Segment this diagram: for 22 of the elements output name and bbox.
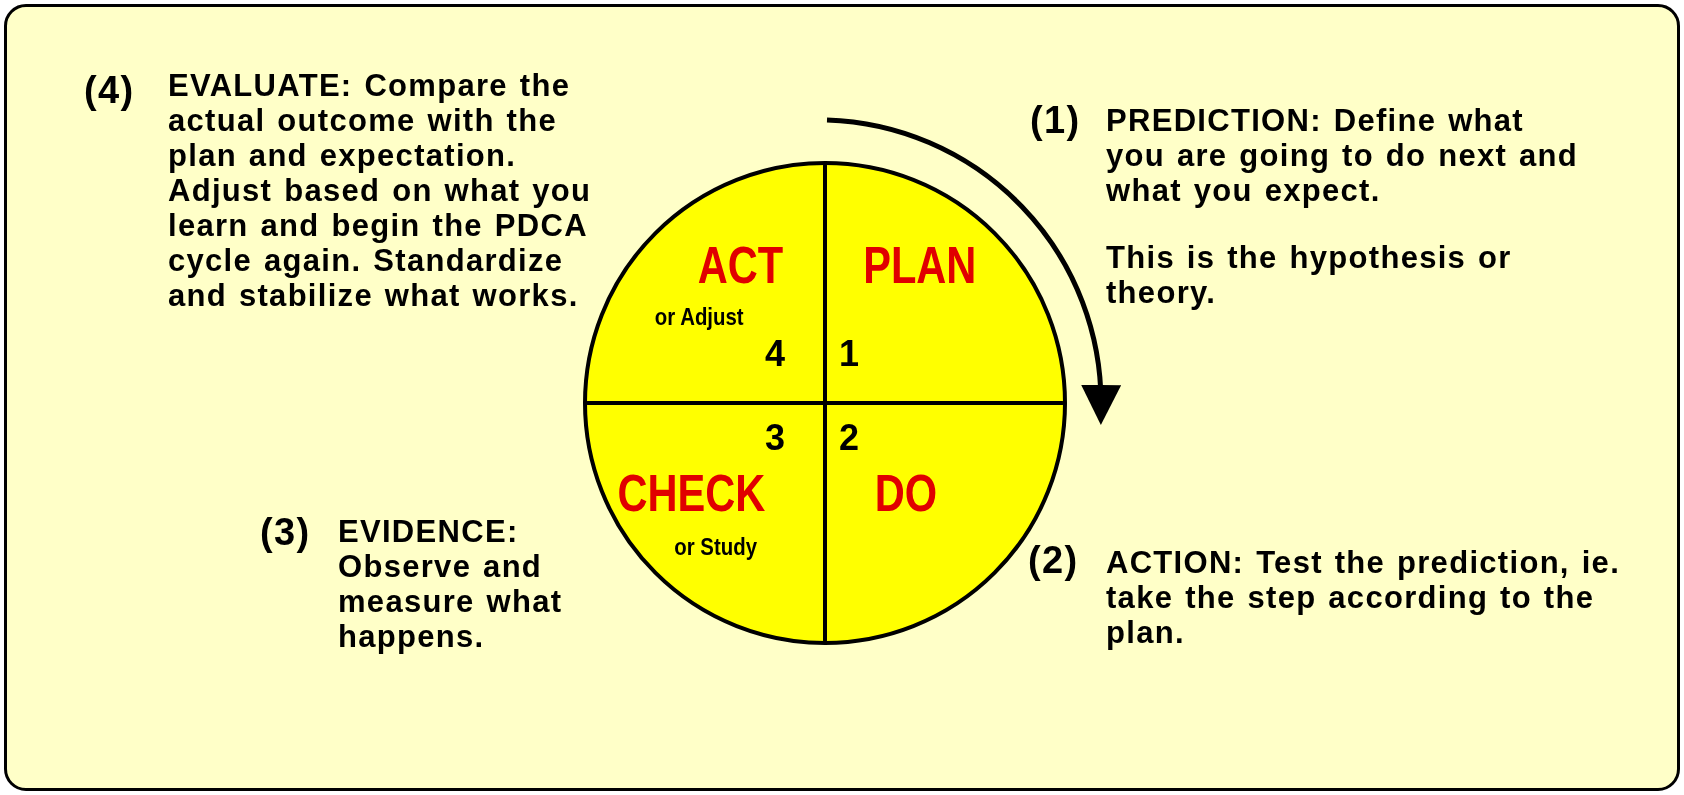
quadrant-number: 3: [765, 417, 786, 459]
step-note: This is the hypothesis or theory.: [1106, 240, 1513, 310]
step-description: ACTION: Test the prediction, ie. take the step according to the plan.: [1106, 545, 1622, 650]
quadrant-number: 4: [765, 333, 786, 375]
quadrant: [825, 165, 1063, 403]
quadrant-title: ACT: [697, 235, 784, 295]
step-number: (1): [1030, 100, 1082, 140]
step-number: (2): [1028, 540, 1080, 580]
quadrant-subtitle: or Adjust: [654, 303, 744, 331]
quadrant-number: 1: [839, 333, 860, 375]
quadrant: [587, 403, 825, 641]
quadrant-title: DO: [874, 463, 938, 523]
step-number: (3): [260, 512, 312, 552]
quadrant-subtitle: or Study: [674, 533, 758, 561]
quadrant-number: 2: [839, 417, 860, 459]
quadrant-title: CHECK: [617, 463, 766, 523]
step-description: EVIDENCE: Observe and measure what happens.: [338, 514, 564, 654]
quadrant-title: PLAN: [863, 235, 977, 295]
step-number: (4): [84, 70, 136, 110]
step-description: EVALUATE: Compare the actual outcome with the plan and expectation. Adjust based on what you learn and begin the PDCA cycle again. Standardize and stabilize what works.: [168, 68, 593, 313]
step-description: PREDICTION: Define what you are going to do next and what you expect.: [1106, 103, 1580, 208]
quadrant: [587, 165, 825, 403]
